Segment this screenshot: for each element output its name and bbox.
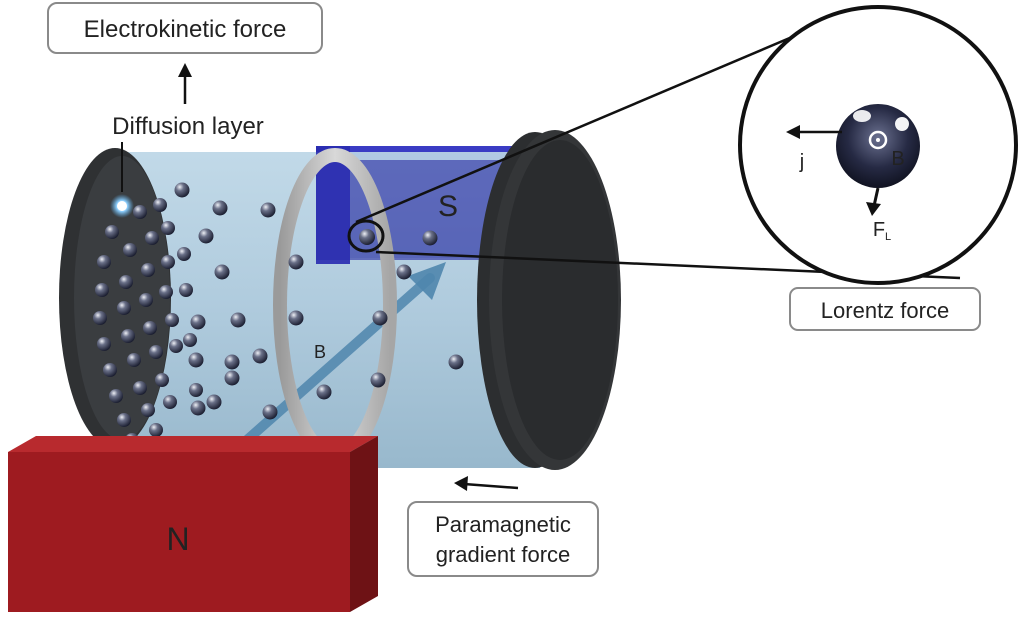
lorentz-force-arrow [872, 187, 880, 207]
zoomed-ion [836, 104, 920, 188]
north-magnet-label: N [166, 521, 189, 557]
ion-particle [141, 263, 155, 277]
ion-particle [288, 254, 304, 270]
ion-particle [93, 311, 107, 325]
ion-particle [370, 372, 386, 388]
ion-particle [145, 231, 159, 245]
ion-particle [169, 339, 183, 353]
ion-particle [190, 400, 206, 416]
ion-particle [448, 354, 464, 370]
ion-particle [230, 312, 246, 328]
ion-particle [163, 395, 177, 409]
ion-particle [133, 205, 147, 219]
north-magnet: N [8, 436, 378, 612]
ion-particle [198, 228, 214, 244]
electrokinetic-force-label-box: Electrokinetic force [47, 2, 323, 54]
bulk-ions [174, 182, 464, 420]
lorentz-force-label-box: Lorentz force [789, 287, 981, 331]
ion-particle [224, 354, 240, 370]
field-b-label: B [314, 342, 326, 362]
paramagnetic-force-label-box: Paramagnetic gradient force [407, 501, 599, 577]
zoom-b-label: B [891, 148, 904, 170]
ion-particle [153, 198, 167, 212]
ion-particle [123, 243, 137, 257]
ion-particle [190, 314, 206, 330]
south-magnet-label-front: S [438, 190, 458, 223]
ion-particle [105, 225, 119, 239]
ion-particle [174, 182, 190, 198]
zoom-f-label: FL [873, 219, 891, 243]
ion-particle [121, 329, 135, 343]
paramagnetic-label-line1: Paramagnetic [435, 512, 571, 537]
ion-particle [127, 353, 141, 367]
ion-particle [143, 321, 157, 335]
ion-particle [262, 404, 278, 420]
ion-particle [188, 352, 204, 368]
ion-particle [159, 285, 173, 299]
ion-particle [224, 370, 240, 386]
ion-particle [212, 200, 228, 216]
ion-particle [103, 363, 117, 377]
ion-particle [214, 264, 230, 280]
ion-particle [288, 310, 304, 326]
ion-particle [396, 264, 412, 280]
ion-particle [139, 293, 153, 307]
ion-particle [252, 348, 268, 364]
ion-particle [165, 313, 179, 327]
ion-particle [189, 383, 203, 397]
ion-particle [422, 230, 438, 246]
paramagnetic-arrow [463, 482, 519, 490]
ion-particle [117, 413, 131, 427]
ion-particle [149, 423, 163, 437]
ion-particle [206, 394, 222, 410]
ion-particle [161, 255, 175, 269]
ion-particle [183, 333, 197, 347]
ion-particle [97, 255, 111, 269]
paramagnetic-label-line2: gradient force [436, 542, 571, 567]
zoom-callout: B j FL [347, 5, 1018, 285]
electrokinetic-force-label: Electrokinetic force [84, 16, 287, 43]
ion-particle [260, 202, 276, 218]
ion-particle [141, 403, 155, 417]
ion-particle [109, 389, 123, 403]
ion-particle [133, 381, 147, 395]
electrochemical-cell: S B [59, 130, 621, 470]
ion-particle [177, 247, 191, 261]
b-field-symbol-icon [868, 130, 888, 150]
ion-particle [95, 283, 109, 297]
ion-particle [149, 345, 163, 359]
ion-particle [372, 310, 388, 326]
ion-particle [161, 221, 175, 235]
diffusion-layer-label: Diffusion layer [112, 113, 264, 140]
ion-particle [119, 275, 133, 289]
ion-particle [155, 373, 169, 387]
ion-particle [316, 384, 332, 400]
ion-particle [117, 301, 131, 315]
zoom-source-circle [347, 219, 385, 253]
zoom-j-label: j [799, 151, 804, 173]
ion-particle [179, 283, 193, 297]
lorentz-force-label: Lorentz force [821, 298, 949, 323]
ion-particle [97, 337, 111, 351]
